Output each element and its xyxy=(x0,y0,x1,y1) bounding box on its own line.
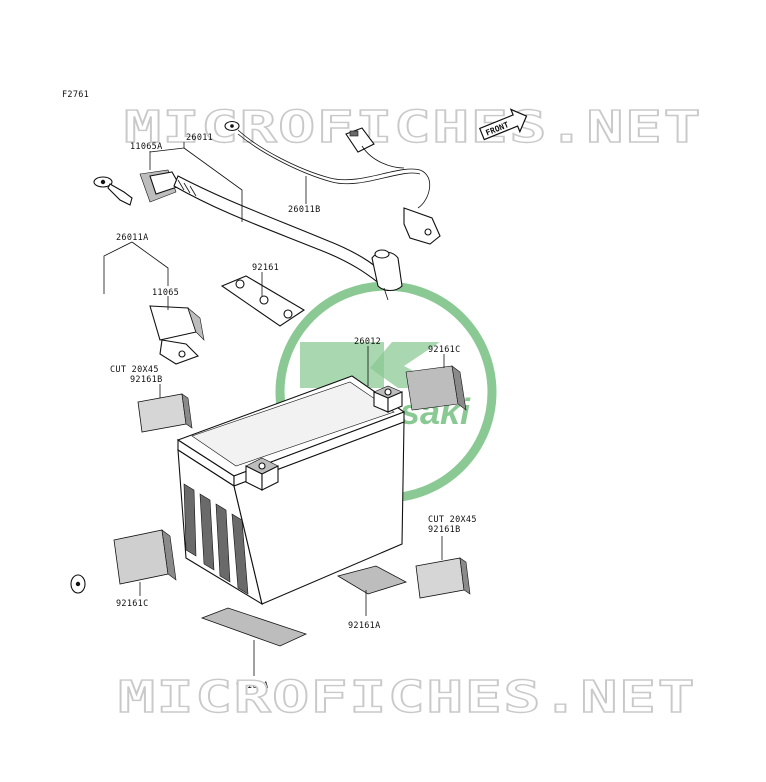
pad-92161B-left xyxy=(137,393,193,433)
label-26011A: 26011A xyxy=(116,233,149,243)
label-11065A: 11065A xyxy=(130,142,163,152)
watermark-top: MICROFICHES.NET xyxy=(124,102,702,153)
battery-cell-ribs xyxy=(183,483,249,595)
watermark-bottom: MICROFICHES.NET xyxy=(118,672,696,723)
plate-92161 xyxy=(220,275,306,327)
label-92161B-left: 92161B xyxy=(130,375,163,385)
battery-cable-26011A xyxy=(70,299,205,594)
battery-cable-26011 xyxy=(93,169,403,301)
battery-terminal-left xyxy=(245,457,279,491)
label-92161A-mid: 92161A xyxy=(348,621,381,631)
pad-92161B-right xyxy=(415,557,471,599)
pad-92161A-bottom xyxy=(200,607,308,647)
label-26011: 26011 xyxy=(186,133,213,143)
label-92161: 92161 xyxy=(252,263,279,273)
sub-harness-26011B xyxy=(224,120,441,245)
leader-lines xyxy=(103,142,445,676)
battery-terminal-right xyxy=(373,385,403,413)
label-92161B-right: 92161B xyxy=(428,525,461,535)
pad-92161C-bottom xyxy=(113,529,177,585)
label-11065: 11065 xyxy=(152,288,179,298)
label-26012: 26012 xyxy=(354,337,381,347)
label-26011B: 26011B xyxy=(288,205,321,215)
pad-92161C-top xyxy=(405,365,467,411)
label-cut-left: CUT 20X45 xyxy=(110,365,159,375)
label-cut-right: CUT 20X45 xyxy=(428,515,477,525)
pad-92161A-mid xyxy=(336,565,408,595)
figure-id: F2761 xyxy=(62,90,89,100)
label-92161C-top: 92161C xyxy=(428,345,461,355)
battery-26012 xyxy=(176,375,406,606)
label-92161A-bottom: 92161A xyxy=(236,681,269,691)
label-92161C-bottom: 92161C xyxy=(116,599,149,609)
